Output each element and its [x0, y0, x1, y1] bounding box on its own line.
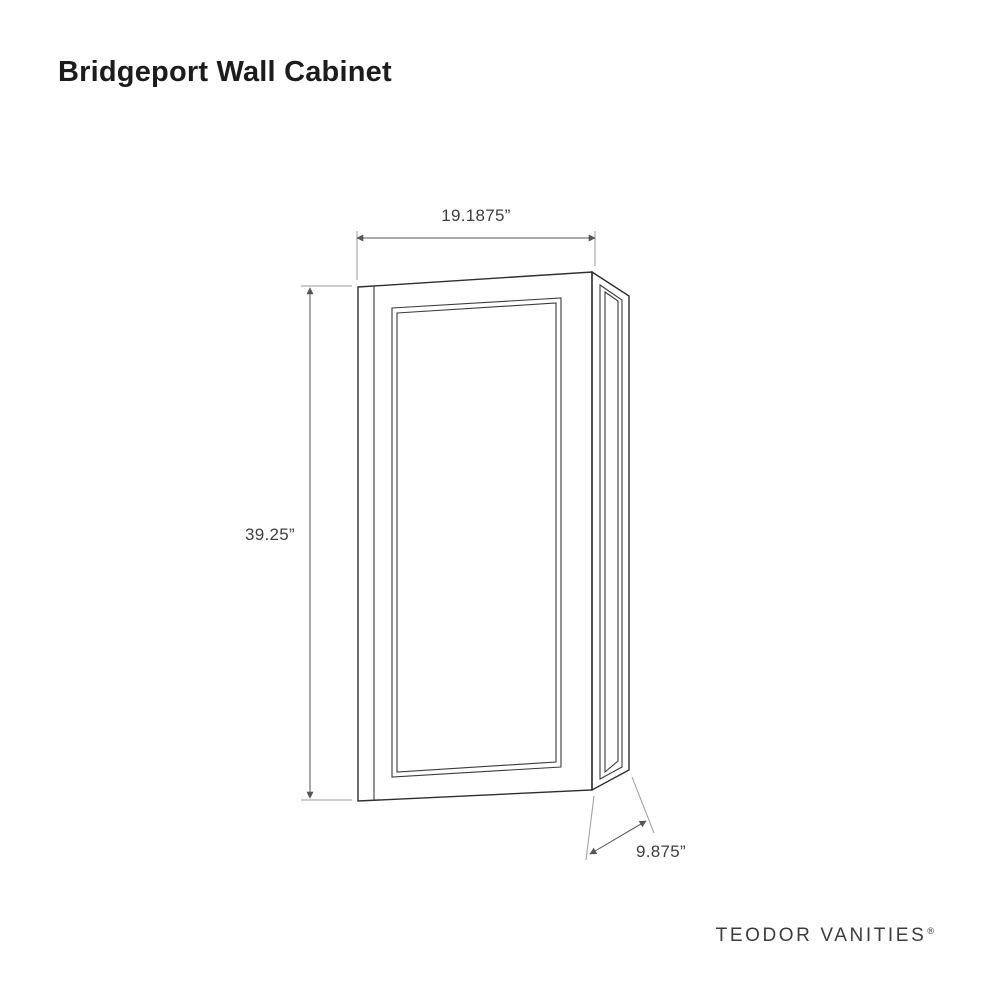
brand-logo: TEODOR VANITIES® — [716, 925, 934, 947]
door-panel-inner — [396, 302, 557, 773]
cabinet-drawing — [357, 270, 630, 802]
depth-dimension: 9.875” — [585, 776, 686, 861]
width-dimension-label: 19.1875” — [441, 206, 511, 225]
width-dimension: 19.1875” — [356, 206, 596, 280]
door-panel-outer — [391, 297, 562, 778]
depth-extension-line-back — [631, 776, 655, 834]
cabinet-side-face — [591, 270, 630, 792]
depth-dimension-label: 9.875” — [636, 842, 686, 861]
depth-dimension-line — [589, 820, 647, 855]
brand-name: TEODOR VANITIES — [715, 925, 927, 946]
page-title: Bridgeport Wall Cabinet — [58, 56, 392, 88]
height-dimension-label: 39.25” — [245, 525, 295, 544]
side-panel-inner — [604, 290, 619, 774]
height-dimension: 39.25” — [245, 285, 352, 801]
registered-mark: ® — [927, 925, 934, 936]
cabinet-front-face — [357, 271, 593, 802]
side-panel-outer — [599, 283, 623, 780]
depth-extension-line-front — [585, 795, 595, 861]
